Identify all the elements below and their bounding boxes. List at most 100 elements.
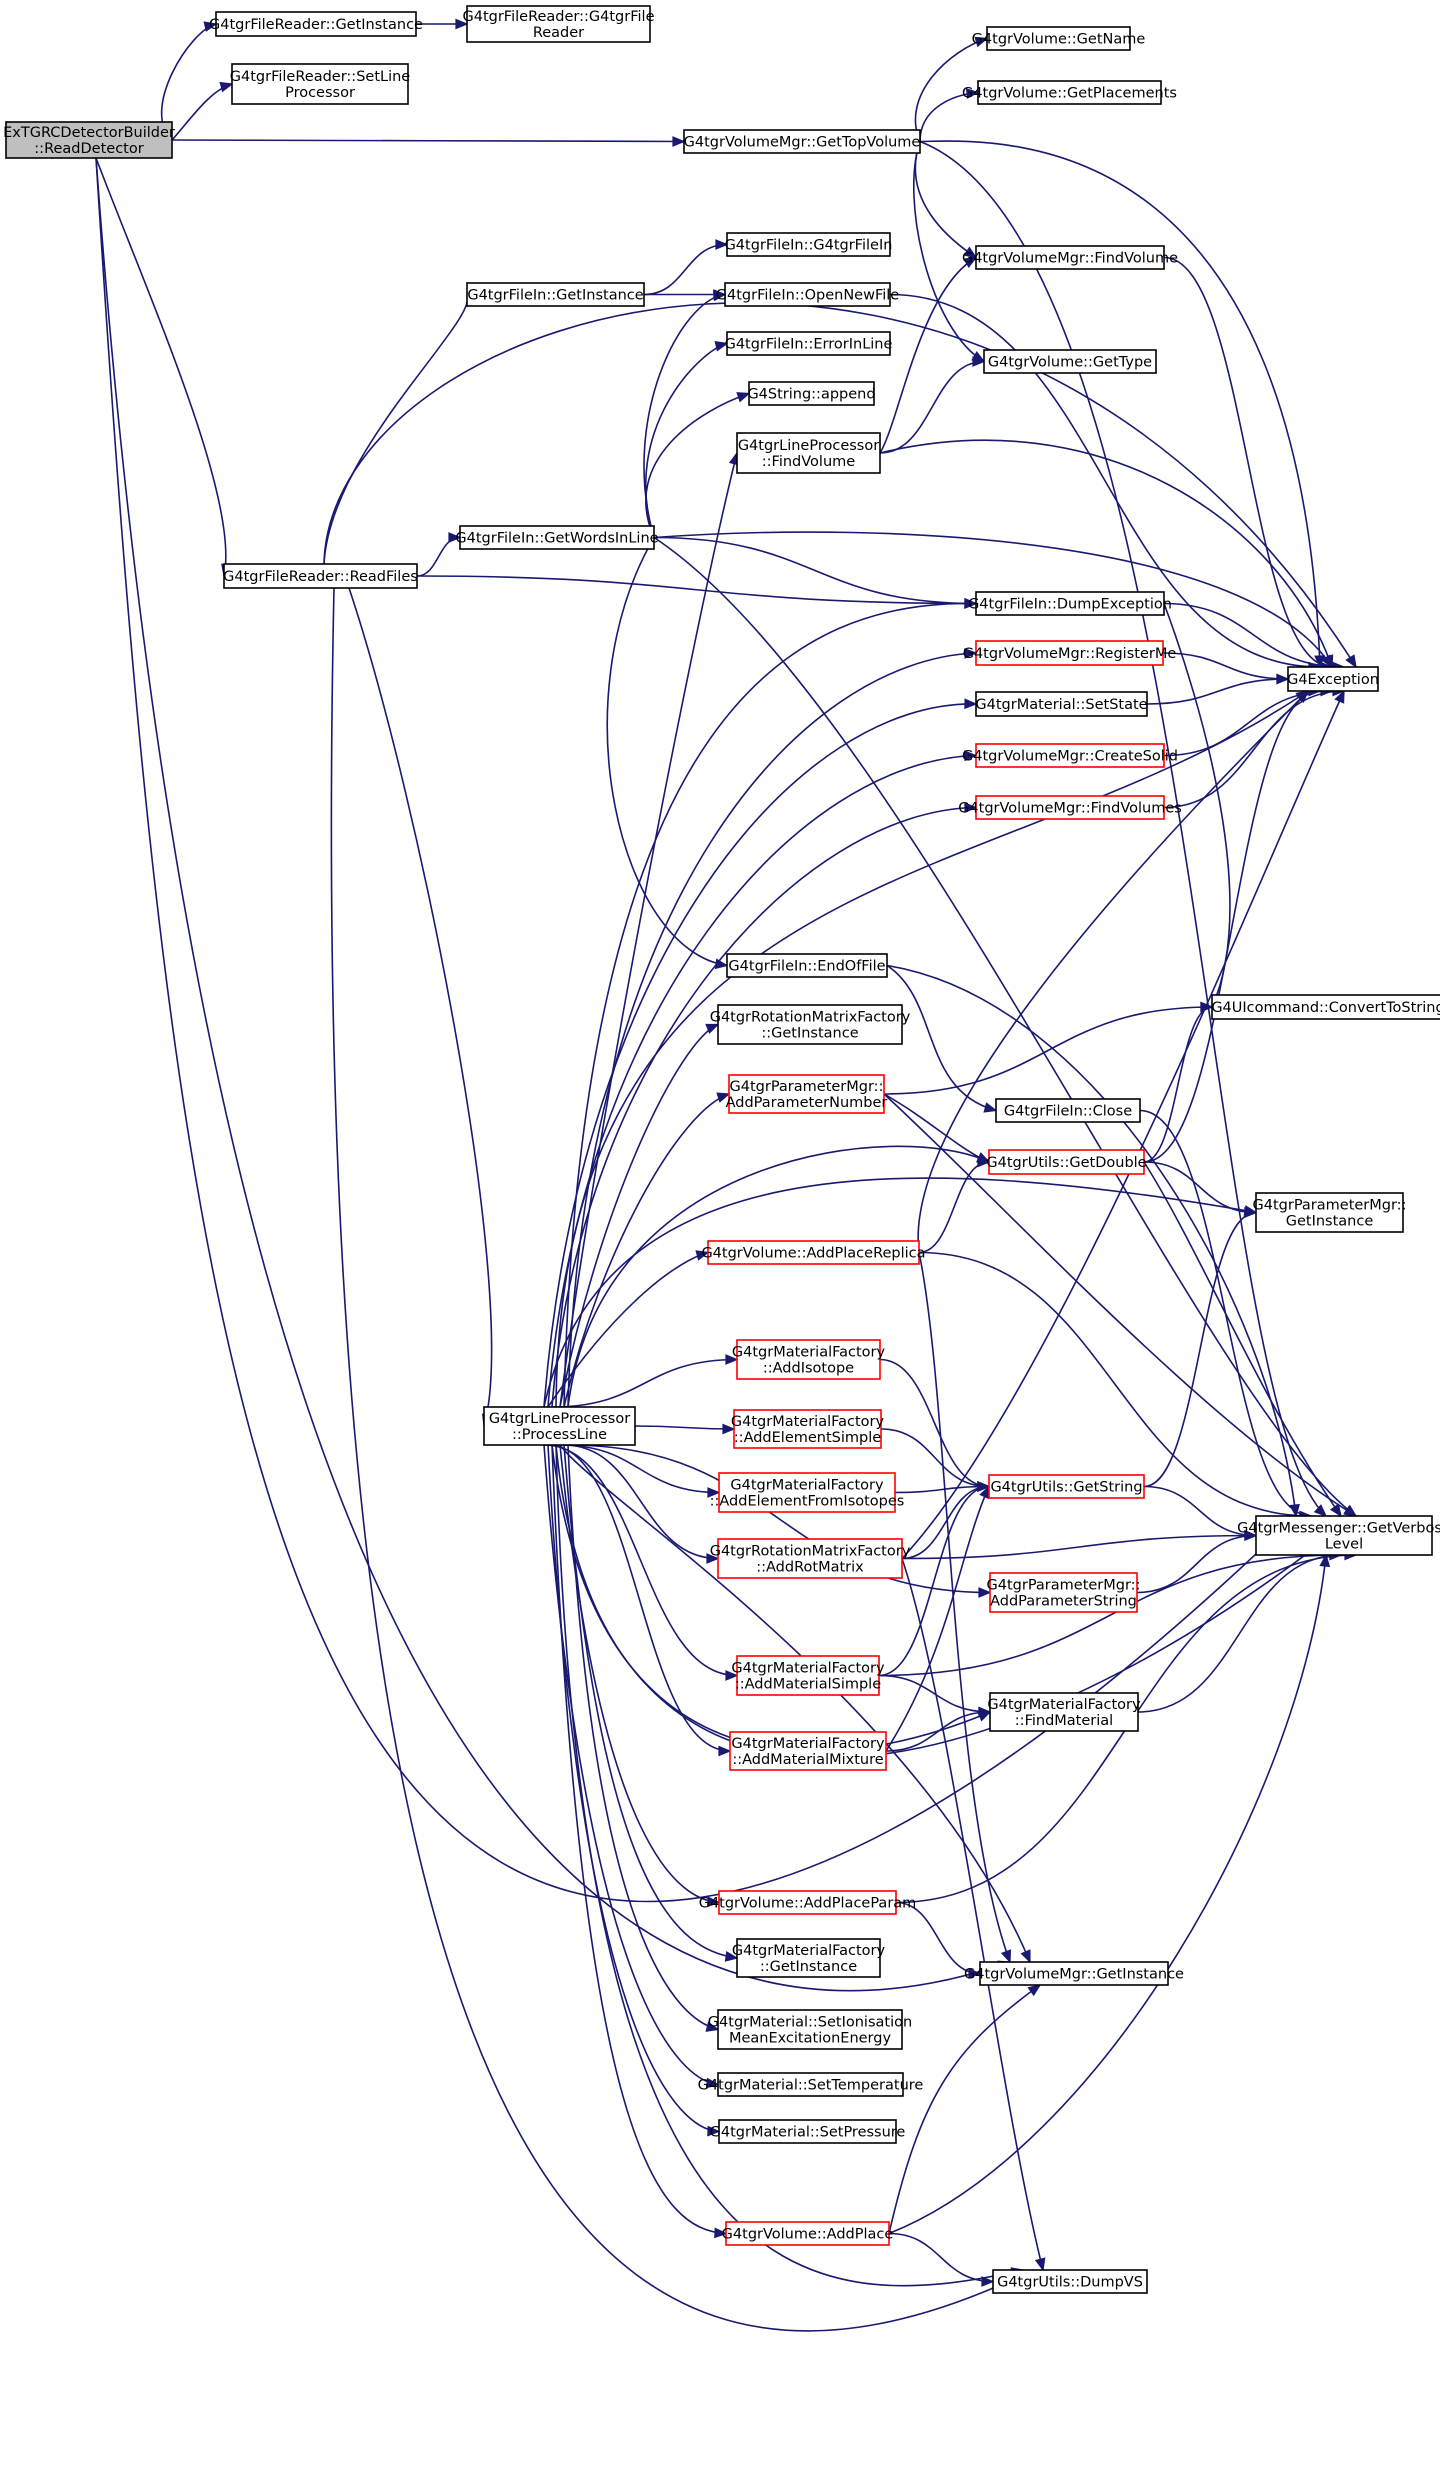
node-fi-dumpexc[interactable]: G4tgrFileIn::DumpException xyxy=(968,591,1172,616)
node-v-addreplica[interactable]: G4tgrVolume::AddPlaceReplica xyxy=(701,1240,926,1265)
node-v-gettype[interactable]: G4tgrVolume::GetType xyxy=(983,349,1157,374)
node-label: G4tgrFileIn::GetInstance xyxy=(467,288,643,304)
node-label: G4tgrVolumeMgr::FindVolume xyxy=(962,251,1178,267)
node-label: G4tgrFileIn::Close xyxy=(1004,1104,1132,1120)
node-label: ::GetInstance xyxy=(761,1026,858,1042)
node-v-addparam[interactable]: G4tgrVolume::AddPlaceParam xyxy=(699,1890,917,1915)
call-edge-fr_readfiles-to-u_dumpvs xyxy=(330,587,1035,2332)
node-vm-findvols[interactable]: G4tgrVolumeMgr::FindVolumes xyxy=(958,795,1182,820)
call-edge-vm_gettop-to-vm_findvol xyxy=(914,141,978,259)
node-label: G4tgrVolume::GetName xyxy=(972,32,1146,48)
node-m-setstate[interactable]: G4tgrMaterial::SetState xyxy=(975,691,1148,717)
call-edge-lp_processline-to-rmf_getinstance xyxy=(559,1023,720,1408)
node-v-getname[interactable]: G4tgrVolume::GetName xyxy=(972,26,1146,51)
node-label: G4String::append xyxy=(747,387,875,403)
node-mf-addmatsimple[interactable]: G4tgrMaterialFactory::AddMaterialSimple xyxy=(731,1655,885,1696)
node-label: G4tgrParameterMgr:: xyxy=(987,1578,1141,1594)
node-lp-processline[interactable]: G4tgrLineProcessor::ProcessLine xyxy=(483,1406,636,1446)
call-edge-fi_getwords-to-fi_error xyxy=(644,340,729,538)
node-mf-getinstance[interactable]: G4tgrMaterialFactory::GetInstance xyxy=(732,1938,886,1978)
node-mf-addelemiso[interactable]: G4tgrMaterialFactory::AddElementFromIsot… xyxy=(710,1472,905,1513)
node-label: G4tgrVolume::AddPlaceParam xyxy=(699,1896,917,1912)
node-label: G4tgrMaterial::SetPressure xyxy=(710,2125,906,2141)
call-edge-lp_processline-to-mf_addmatsimple xyxy=(543,1444,739,1681)
call-edge-fi_getwords-to-fi_dumpexc xyxy=(653,536,978,609)
node-mf-addmatmix[interactable]: G4tgrMaterialFactory::AddMaterialMixture xyxy=(729,1731,887,1771)
node-label: G4tgrFileReader::G4tgrFile xyxy=(463,9,655,25)
node-label: G4tgrFileReader::SetLine xyxy=(230,69,411,85)
node-m-settemp[interactable]: G4tgrMaterial::SetTemperature xyxy=(698,2072,924,2097)
call-edge-lp_findvol-to-v_gettype xyxy=(879,356,986,454)
node-label: G4tgrLineProcessor xyxy=(489,1411,630,1427)
call-edge-lp_processline-to-pm_getinstance xyxy=(543,1177,1258,1408)
node-label: G4tgrFileIn::DumpException xyxy=(968,597,1172,613)
call-edge-rmf_addrot-to-msg_verbose xyxy=(901,1530,1258,1560)
node-pm-getinstance[interactable]: G4tgrParameterMgr::GetInstance xyxy=(1253,1192,1407,1233)
call-edge-lp_processline-to-mf_addelemiso xyxy=(559,1444,721,1498)
node-mf-findmat[interactable]: G4tgrMaterialFactory::FindMaterial xyxy=(987,1692,1141,1732)
node-fi-error[interactable]: G4tgrFileIn::ErrorInLine xyxy=(725,331,893,356)
node-vm-register[interactable]: G4tgrVolumeMgr::RegisterMe xyxy=(963,640,1177,666)
node-pm-addnumber[interactable]: G4tgrParameterMgr::AddParameterNumber xyxy=(726,1074,888,1114)
node-label: G4tgrVolumeMgr::RegisterMe xyxy=(963,646,1177,662)
node-lp-findvol[interactable]: G4tgrLineProcessor::FindVolume xyxy=(736,432,881,474)
node-fi-ctor[interactable]: G4tgrFileIn::G4tgrFileIn xyxy=(725,232,893,257)
call-edge-root-to-fr_readfiles xyxy=(95,157,232,578)
node-fr-getinstance[interactable]: G4tgrFileReader::GetInstance xyxy=(209,11,423,37)
node-fi-eof[interactable]: G4tgrFileIn::EndOfFile xyxy=(726,953,888,978)
node-pm-addstring[interactable]: G4tgrParameterMgr::AddParameterString xyxy=(987,1572,1141,1613)
node-g4exception[interactable]: G4Exception xyxy=(1287,666,1379,692)
node-uicmd-convert[interactable]: G4UIcommand::ConvertToString xyxy=(1211,994,1440,1020)
node-label: ::AddMaterialSimple xyxy=(735,1677,881,1693)
node-label: ::GetInstance xyxy=(760,1959,857,1975)
call-edge-mf_addisotope-to-u_getstring xyxy=(879,1358,991,1492)
call-edge-vm_gettop-to-v_getname xyxy=(914,36,989,142)
call-edge-pm_addstring-to-msg_verbose xyxy=(1136,1530,1258,1594)
node-label: AddParameterNumber xyxy=(726,1095,888,1111)
node-label: ::FindMaterial xyxy=(1015,1713,1113,1729)
call-edge-v_addreplica-to-u_getdouble xyxy=(918,1156,991,1254)
node-rmf-addrot[interactable]: G4tgrRotationMatrixFactory::AddRotMatrix xyxy=(710,1538,911,1579)
node-label: G4tgrFileIn::GetWordsInLine xyxy=(455,531,658,547)
node-rmf-getinstance[interactable]: G4tgrRotationMatrixFactory::GetInstance xyxy=(710,1004,911,1045)
node-v-addplace[interactable]: G4tgrVolume::AddPlace xyxy=(722,2221,894,2246)
node-u-dumpvs[interactable]: G4tgrUtils::DumpVS xyxy=(992,2269,1148,2294)
node-vm-gettop[interactable]: G4tgrVolumeMgr::GetTopVolume xyxy=(683,129,921,154)
call-edge-lp_processline-to-m_setion xyxy=(567,1444,720,2032)
node-label: G4tgrVolume::GetPlacements xyxy=(962,86,1177,102)
call-edge-lp_processline-to-vm_getinstance xyxy=(559,1444,1031,1964)
call-edge-fi_getinstance-to-fi_ctor xyxy=(643,239,729,296)
call-edge-fi_eof-to-fi_close xyxy=(886,964,998,1113)
node-u-getdouble[interactable]: G4tgrUtils::GetDouble xyxy=(986,1149,1147,1175)
call-edge-fi_eof-to-msg_verbose xyxy=(886,964,1300,1518)
call-edge-lp_processline-to-v_addplace xyxy=(551,1444,728,2239)
node-vm-createsolid[interactable]: G4tgrVolumeMgr::CreateSolid xyxy=(962,743,1178,768)
node-fi-getinstance[interactable]: G4tgrFileIn::GetInstance xyxy=(466,282,645,307)
node-m-setion[interactable]: G4tgrMaterial::SetIonisationMeanExcitati… xyxy=(708,2009,912,2050)
node-label: G4tgrVolumeMgr::GetInstance xyxy=(964,1967,1184,1983)
node-fi-getwords[interactable]: G4tgrFileIn::GetWordsInLine xyxy=(455,525,659,550)
node-label: G4UIcommand::ConvertToString xyxy=(1211,1000,1440,1016)
node-vm-getinstance[interactable]: G4tgrVolumeMgr::GetInstance xyxy=(964,1961,1184,1986)
node-u-getstring[interactable]: G4tgrUtils::GetString xyxy=(988,1474,1145,1499)
node-vm-findvol[interactable]: G4tgrVolumeMgr::FindVolume xyxy=(962,245,1178,270)
node-str-append[interactable]: G4String::append xyxy=(747,381,876,406)
node-mf-addisotope[interactable]: G4tgrMaterialFactory::AddIsotope xyxy=(732,1339,886,1380)
node-root[interactable]: ExTGRCDetectorBuilder::ReadDetector xyxy=(3,121,175,159)
node-m-setpressure[interactable]: G4tgrMaterial::SetPressure xyxy=(710,2119,906,2144)
node-label: G4tgrVolumeMgr::CreateSolid xyxy=(962,749,1178,765)
node-mf-addelemsimple[interactable]: G4tgrMaterialFactory::AddElementSimple xyxy=(731,1409,885,1449)
node-fi-open[interactable]: G4tgrFileIn::OpenNewFile xyxy=(716,282,900,307)
node-label: G4tgrFileIn::EndOfFile xyxy=(728,959,885,975)
node-fi-close[interactable]: G4tgrFileIn::Close xyxy=(995,1098,1141,1123)
node-fr-ctor[interactable]: G4tgrFileReader::G4tgrFileReader xyxy=(463,5,655,43)
node-label: G4tgrMaterial::SetTemperature xyxy=(698,2078,924,2094)
node-label: G4Exception xyxy=(1287,672,1379,688)
call-edge-root-to-vm_gettop xyxy=(171,136,686,147)
node-fr-readfiles[interactable]: G4tgrFileReader::ReadFiles xyxy=(223,563,418,589)
call-edge-vm_createsolid-to-g4exception xyxy=(1163,685,1334,757)
node-v-getplacements[interactable]: G4tgrVolume::GetPlacements xyxy=(962,80,1177,105)
node-label: ::AddMaterialMixture xyxy=(732,1752,883,1768)
